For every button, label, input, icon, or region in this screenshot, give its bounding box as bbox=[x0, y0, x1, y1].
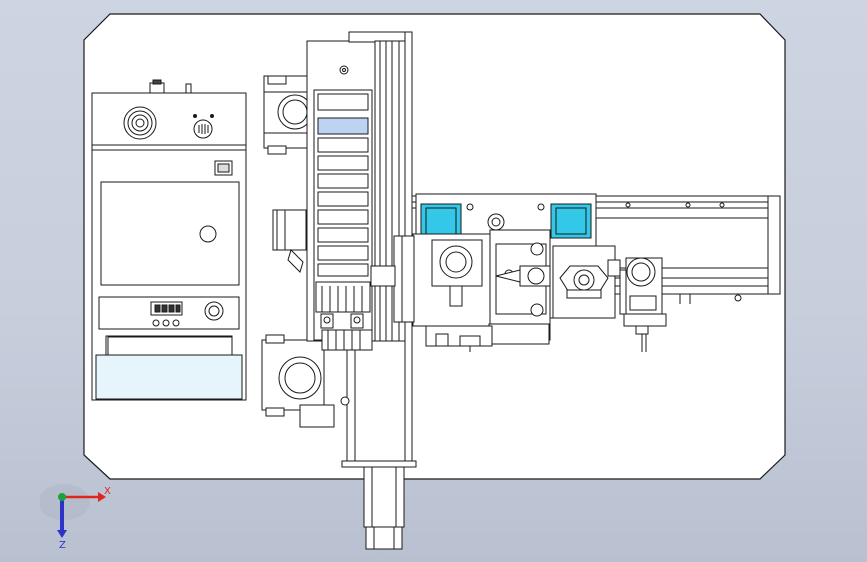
pipe-clamps bbox=[261, 75, 335, 428]
carriage-plate bbox=[370, 193, 597, 352]
gripper-sensor bbox=[552, 245, 667, 352]
cable-chain bbox=[313, 89, 373, 351]
y-axis-dot bbox=[58, 493, 66, 501]
x-axis-label: X bbox=[104, 486, 111, 497]
coordinate-triad: X Z bbox=[40, 484, 111, 550]
control-box bbox=[91, 79, 247, 401]
z-axis-label: Z bbox=[59, 540, 66, 550]
